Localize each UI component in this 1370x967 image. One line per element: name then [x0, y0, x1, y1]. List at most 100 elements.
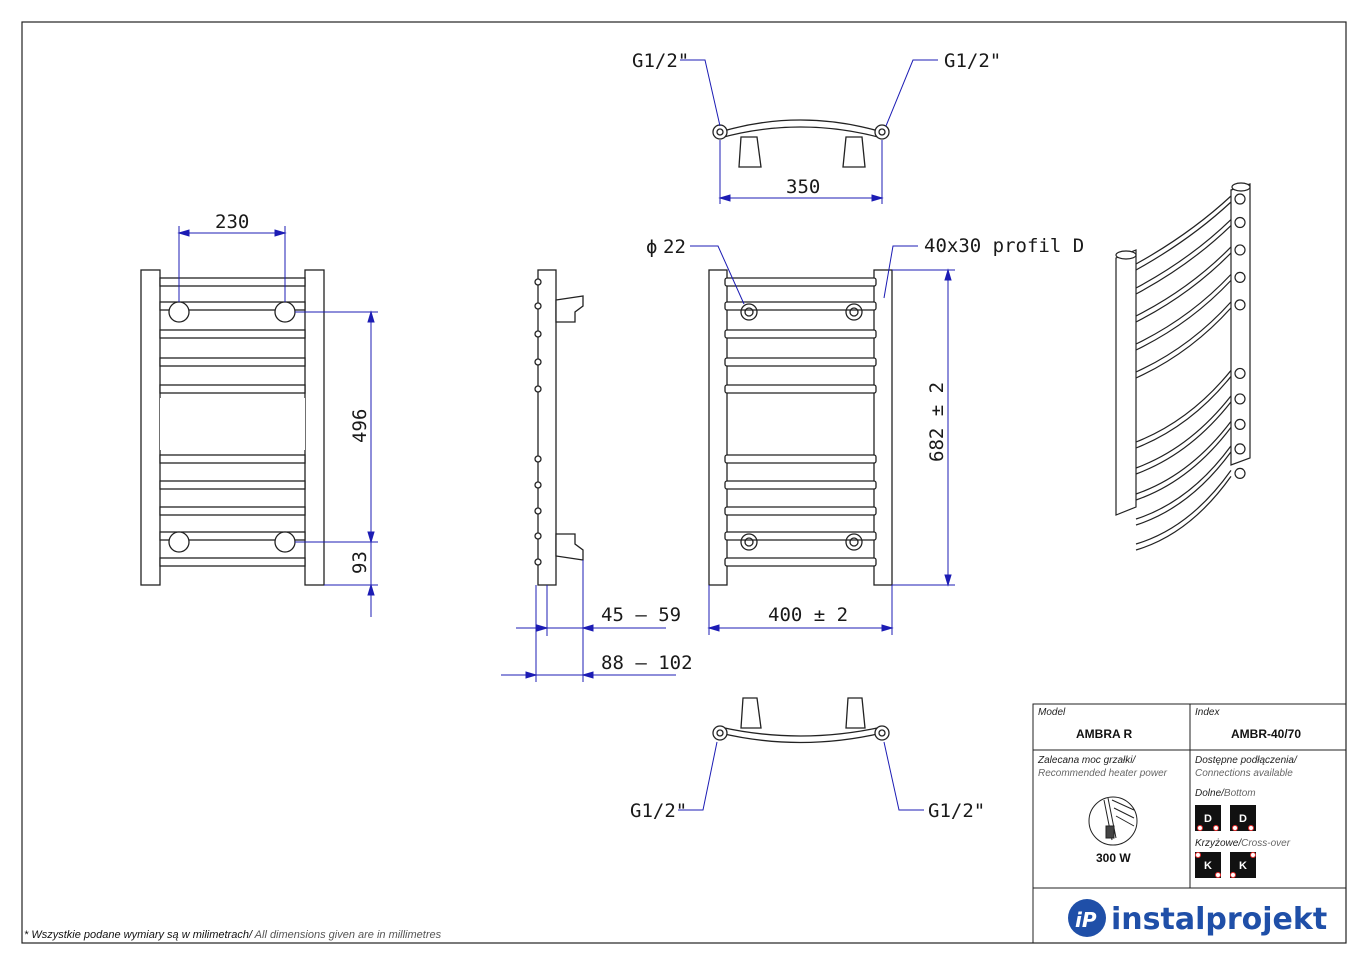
iso-rail-end [1234, 244, 1246, 256]
side-view [534, 269, 584, 586]
heater-icon [1088, 796, 1138, 846]
front-left-dimensions [177, 226, 378, 617]
iso-rail [1135, 445, 1232, 520]
bottom-offset-label: 93 [349, 551, 371, 574]
bottom-connection-code-2: D [1239, 813, 1247, 825]
side-view-dimensions [501, 560, 676, 682]
bottom-view [712, 697, 890, 744]
iso-rail [1135, 273, 1232, 345]
bottom-connection-icon-2 [1230, 805, 1256, 831]
iso-rail [1135, 427, 1232, 501]
bottom-view-dimensions [678, 741, 924, 811]
top-view [712, 119, 890, 168]
heating-rail [724, 557, 877, 567]
bottom-left-connection-label: G1/2" [630, 800, 687, 822]
iso-rail [1135, 201, 1232, 271]
cross-connection-icon-1 [1195, 852, 1221, 878]
top-left-connection-label: G1/2" [632, 50, 689, 72]
iso-rail [1135, 195, 1232, 265]
iso-rail [1135, 395, 1232, 469]
profile-label: 40x30 profil D [924, 235, 1084, 257]
heating-rail [724, 454, 877, 464]
iso-rail [1135, 225, 1232, 295]
instalprojekt-logo-icon: iP [1068, 899, 1106, 937]
heating-rail [159, 454, 306, 464]
heating-rail [159, 329, 306, 339]
heating-rail [159, 506, 306, 516]
isometric-view [1115, 182, 1251, 551]
iso-rail-end [1234, 193, 1246, 205]
rail-gap [160, 398, 305, 450]
index-label: Index [1195, 707, 1220, 718]
iso-rail-end [1234, 418, 1246, 430]
top-width-label: 350 [786, 176, 820, 198]
top-right-connection-label: G1/2" [944, 50, 1001, 72]
wall-distance-1-label: 45 – 59 [601, 604, 681, 626]
rail-end [534, 481, 542, 489]
iso-rail-end [1234, 393, 1246, 405]
heating-rail [724, 301, 877, 311]
cross-connection-label: Krzyżowe/Cross-over [1195, 838, 1291, 849]
power-label-en: Recommended heater power [1038, 768, 1168, 779]
bottom-connection-label: Dolne/Bottom [1195, 788, 1256, 799]
rail-end [534, 532, 542, 540]
iso-rail [1135, 279, 1232, 351]
iso-rail [1135, 219, 1232, 289]
drawing-frame [21, 21, 1347, 944]
heating-rail [724, 357, 877, 367]
power-label-pl: Zalecana moc grzałki/ [1037, 755, 1136, 766]
heating-rail [724, 277, 877, 287]
tube-diameter-label: 22 [663, 236, 686, 258]
iso-rail [1135, 451, 1232, 526]
heating-rail [724, 384, 877, 394]
iso-rail-end [1234, 299, 1246, 311]
index-value: AMBR-40/70 [1231, 727, 1301, 741]
bottom-right-connection-label: G1/2" [928, 800, 985, 822]
iso-rail-end [1234, 467, 1246, 479]
iso-rail [1135, 401, 1232, 475]
rail-end [534, 507, 542, 515]
iso-rail-end [1234, 271, 1246, 283]
rail-end [534, 385, 542, 393]
axis-spacing-label: 230 [215, 211, 249, 233]
logo-text: instalprojekt [1111, 902, 1327, 937]
iso-rail [1135, 376, 1232, 449]
footnote: * Wszystkie podane wymiary są w milimetr… [24, 929, 441, 941]
footnote-en: All dimensions given are in millimetres [252, 929, 442, 941]
footnote-pl: * Wszystkie podane wymiary są w milimetr… [24, 929, 253, 941]
heating-rail [724, 329, 877, 339]
model-value: AMBRA R [1076, 727, 1133, 741]
height-spacing-label: 496 [349, 409, 371, 443]
cross-connection-code-1: K [1204, 860, 1212, 872]
rail-end [534, 358, 542, 366]
bottom-connection-code-1: D [1204, 813, 1212, 825]
iso-rail [1135, 470, 1232, 545]
cross-connection-icon-2 [1230, 852, 1256, 878]
heating-rail [159, 384, 306, 394]
iso-rail [1135, 252, 1232, 323]
cross-connection-code-2: K [1239, 860, 1247, 872]
front-main-dimensions [690, 245, 955, 635]
iso-rail [1135, 246, 1232, 317]
rail-end [534, 455, 542, 463]
rail-end [534, 330, 542, 338]
iso-rail [1135, 476, 1232, 551]
heating-rail [159, 277, 306, 287]
heating-rail [724, 506, 877, 516]
heating-rail [159, 480, 306, 490]
connections-label-pl: Dostępne podłączenia/ [1195, 755, 1298, 766]
heating-rail [159, 301, 306, 311]
rail-end [534, 278, 542, 286]
heating-rail [159, 357, 306, 367]
power-value: 300 W [1096, 851, 1131, 865]
rail-end [534, 558, 542, 566]
connections-label-en: Connections available [1195, 768, 1293, 779]
iso-rail [1135, 307, 1232, 379]
front-view-left [140, 269, 325, 586]
top-view-dimensions [680, 59, 938, 204]
heating-rail [159, 531, 306, 541]
iso-rail-end [1234, 443, 1246, 455]
logo-mark: iP [1075, 908, 1097, 932]
front-view-main [708, 269, 893, 586]
